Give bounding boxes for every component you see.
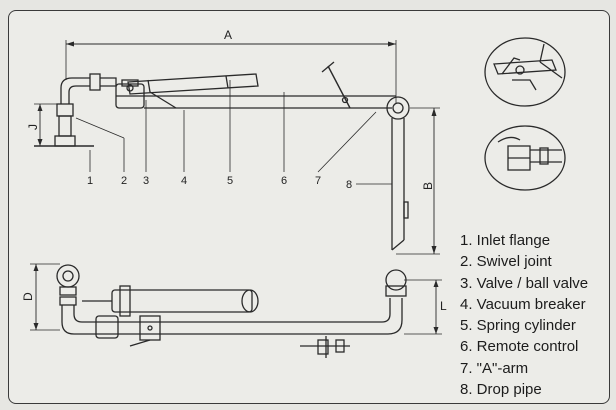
legend-item-inlet-flange: 1. Inlet flange	[460, 232, 551, 249]
legend-item-drop-pipe: 8. Drop pipe	[460, 381, 542, 399]
dimension-b	[396, 107, 440, 255]
callout-6: 6	[281, 175, 287, 187]
detail-inset-bottom	[484, 125, 566, 191]
dimension-d	[30, 263, 60, 331]
callout-7: 7	[315, 175, 321, 187]
dimension-l	[404, 279, 442, 335]
dimension-label-a: A	[224, 28, 232, 42]
detail-inset-top	[484, 37, 566, 107]
dimension-j	[34, 103, 58, 146]
callout-5: 5	[227, 175, 233, 187]
plan-valve-block	[95, 315, 161, 347]
horizontal-pipe	[144, 95, 396, 109]
legend-item-valve: 3. Valve / ball valve	[460, 274, 589, 292]
plan-view	[30, 263, 442, 358]
spring-cylinder	[126, 73, 259, 109]
swivel-joint	[60, 73, 117, 104]
legend-item-spring-cylinder: 5. Spring cylinder	[460, 317, 576, 335]
drop-pipe	[391, 118, 409, 251]
callout-leaders	[75, 80, 392, 185]
plan-right-elbow	[381, 269, 407, 335]
parts-legend: 1. Inlet flange 2. Swivel joint 3. Valve…	[460, 230, 616, 400]
legend-item-remote-control: 6. Remote control	[460, 338, 579, 356]
plan-left-swivel	[56, 264, 83, 335]
remote-control-linkage	[321, 61, 351, 109]
legend-item-a-arm: 7. "A"-arm	[460, 359, 529, 377]
callout-2: 2	[121, 175, 127, 187]
callout-1: 1	[87, 175, 93, 187]
legend-item-swivel-joint: 2. Swivel joint	[460, 253, 552, 271]
callout-4: 4	[181, 175, 187, 187]
callout-3: 3	[143, 175, 149, 187]
dimension-label-l: L	[440, 299, 447, 313]
dimension-a	[65, 40, 397, 104]
legend-item-vacuum-breaker: 4. Vacuum breaker	[460, 295, 586, 313]
callout-8: 8	[346, 179, 352, 191]
plan-spring-cylinder	[82, 285, 259, 317]
inlet-flange	[34, 103, 94, 147]
elbow-joint	[386, 96, 410, 120]
side-elevation	[34, 40, 440, 255]
plan-remote-control	[300, 336, 350, 358]
dimension-label-j: J	[26, 124, 40, 130]
dimension-label-b: B	[421, 182, 435, 190]
dimension-label-d: D	[21, 292, 35, 301]
